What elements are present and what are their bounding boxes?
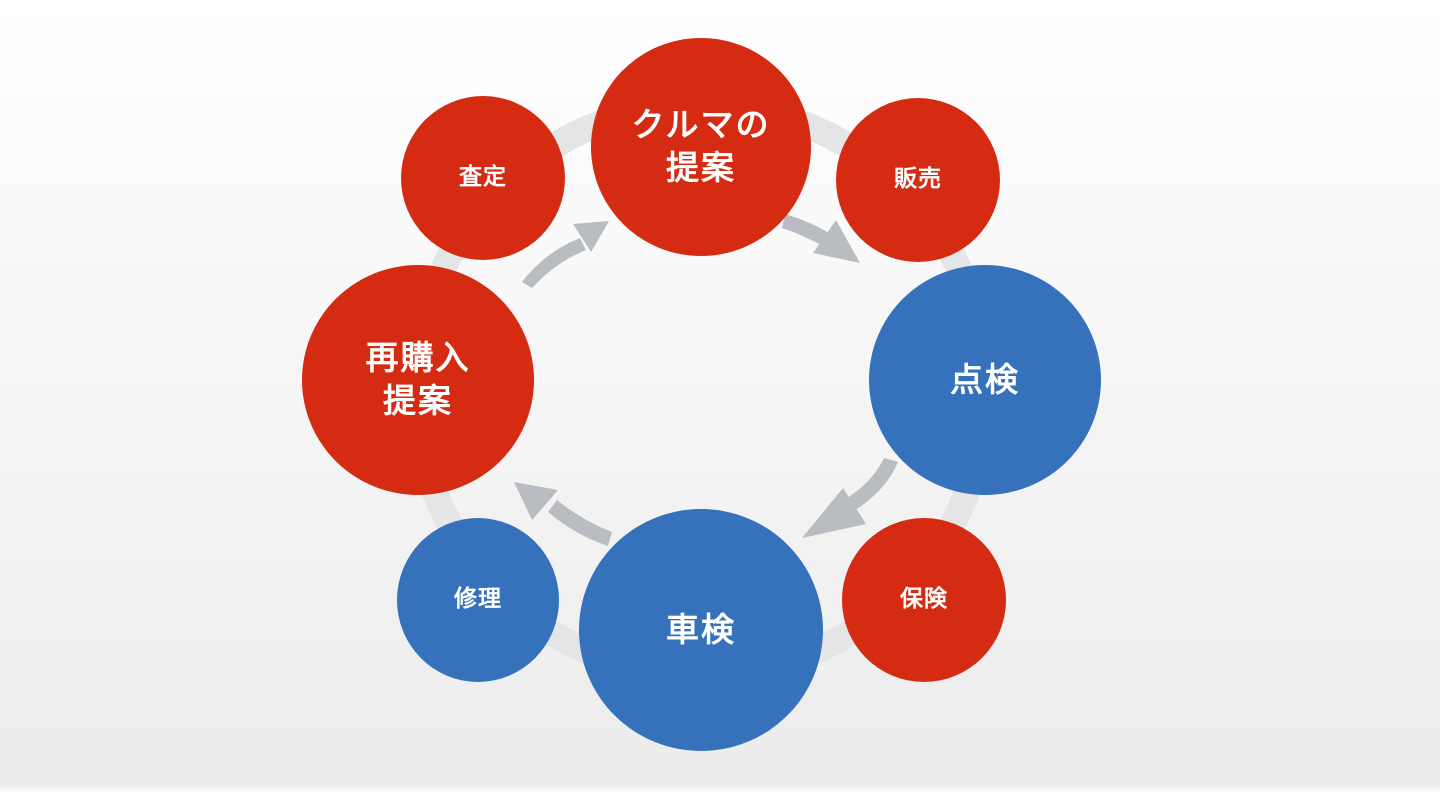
node-car-proposal: クルマの 提案	[591, 38, 811, 256]
arrow-appraisal-to-proposal	[522, 221, 609, 288]
node-shaken: 車検	[579, 509, 823, 751]
arrow-proposal-to-sales	[782, 214, 860, 263]
node-insurance: 保険	[842, 518, 1006, 682]
node-shaken-label: 車検	[666, 609, 736, 649]
node-repurchase-proposal-label: 再購入 提案	[365, 338, 471, 420]
node-inspection-label: 点検	[950, 359, 1020, 399]
node-inspection: 点検	[869, 265, 1101, 495]
node-appraisal-label: 査定	[459, 164, 507, 191]
node-repurchase-proposal: 再購入 提案	[302, 265, 534, 495]
node-car-proposal-label: クルマの 提案	[631, 105, 771, 187]
node-appraisal: 査定	[401, 96, 565, 260]
arrow-inspection-to-shaken	[802, 458, 898, 538]
node-sales-label: 販売	[894, 166, 942, 193]
node-sales: 販売	[836, 98, 1000, 262]
node-repair: 修理	[397, 518, 559, 682]
arrow-shaken-to-repurchase	[514, 482, 612, 546]
node-insurance-label: 保険	[900, 586, 948, 613]
node-repair-label: 修理	[454, 586, 502, 613]
